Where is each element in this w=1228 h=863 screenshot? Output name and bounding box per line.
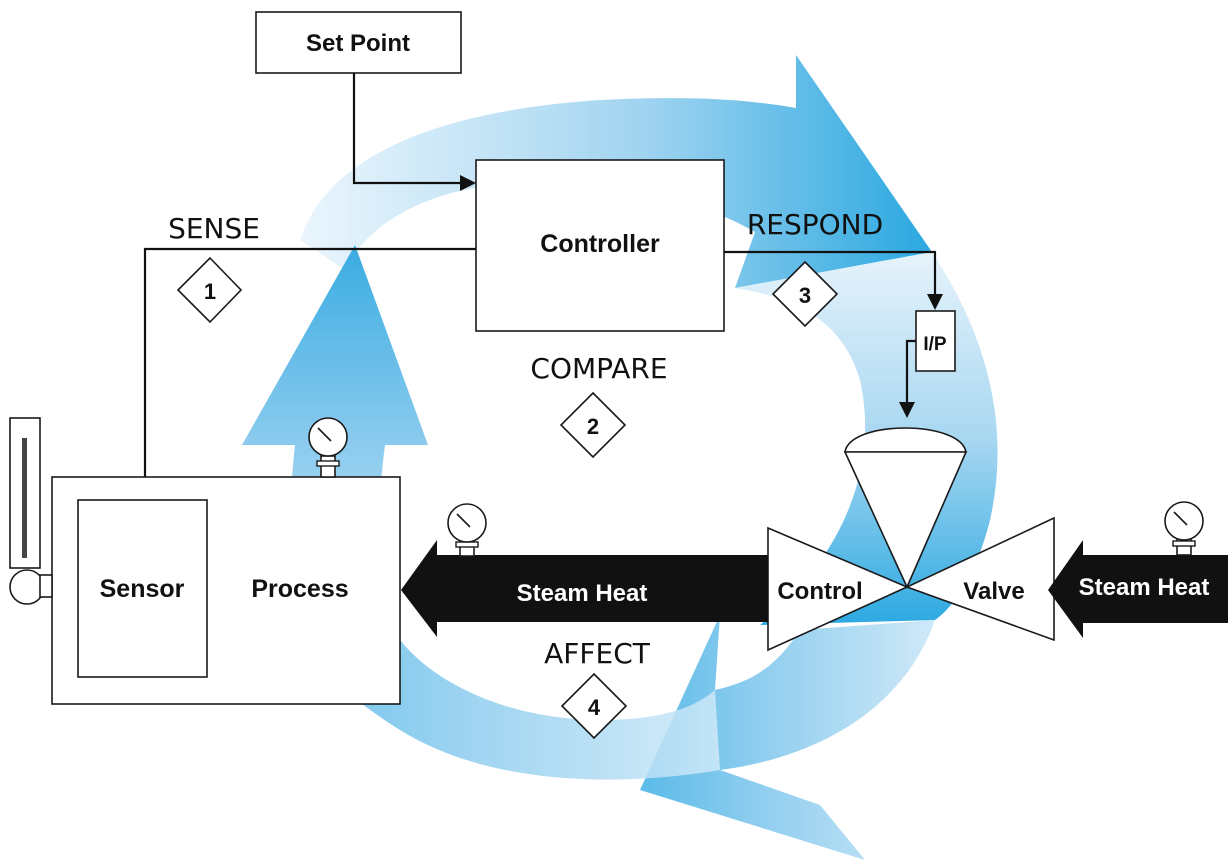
- step-compare-label: COMPARE: [530, 352, 667, 385]
- pressure-gauge-icon: [1164, 501, 1204, 556]
- steam-heat-in-label: Steam Heat: [1079, 574, 1210, 601]
- step-4-number: 4: [588, 695, 601, 720]
- thermometer-icon: [9, 417, 53, 605]
- sensor-box: [77, 499, 208, 678]
- step-sense-label: SENSE: [168, 212, 260, 245]
- steam-heat-arrow-out: [401, 540, 768, 637]
- sense-signal-line: [143, 247, 476, 500]
- setpoint-arrowhead: [460, 175, 476, 191]
- step-3-number: 3: [799, 283, 811, 308]
- valve-actuator-dome: [844, 427, 967, 453]
- steam-heat-out-label: Steam Heat: [517, 580, 648, 607]
- valve-left-label: Control: [777, 578, 862, 605]
- valve-body-right: [904, 516, 1055, 642]
- set-point-label: Set Point: [306, 30, 410, 57]
- respond-signal-line: [724, 250, 937, 296]
- pressure-gauge-icon: [447, 503, 487, 557]
- step-affect-label: AFFECT: [544, 637, 651, 670]
- cycle-arrow-bottom: [640, 615, 935, 860]
- valve-stem-cone: [843, 451, 968, 589]
- step-respond-label: RESPOND: [747, 208, 883, 241]
- control-valve: Control Valve: [767, 427, 1055, 652]
- step-2-diamond: 2: [559, 391, 627, 459]
- controller-box: [475, 159, 725, 332]
- ip-converter-label: I/P: [923, 334, 947, 355]
- step-4-diamond: 4: [560, 672, 628, 740]
- valve-right-label: Valve: [963, 578, 1024, 605]
- step-2-number: 2: [587, 414, 599, 439]
- process-label: Process: [251, 575, 348, 603]
- controller-label: Controller: [540, 230, 660, 258]
- set-point-box: [255, 11, 462, 74]
- step-1-diamond: 1: [176, 256, 243, 324]
- setpoint-signal-line: [352, 73, 462, 185]
- ip-arrowhead: [927, 294, 943, 310]
- sensor-label: Sensor: [100, 575, 185, 603]
- actuator-arrowhead: [899, 402, 915, 418]
- pressure-gauge-icon: [308, 417, 348, 478]
- step-3-diamond: 3: [771, 260, 839, 328]
- cycle-arrow-bottom-tail: [310, 640, 720, 780]
- actuator-signal-line: [905, 339, 916, 404]
- steam-heat-arrow-in: [1048, 540, 1228, 638]
- step-1-number: 1: [204, 279, 216, 304]
